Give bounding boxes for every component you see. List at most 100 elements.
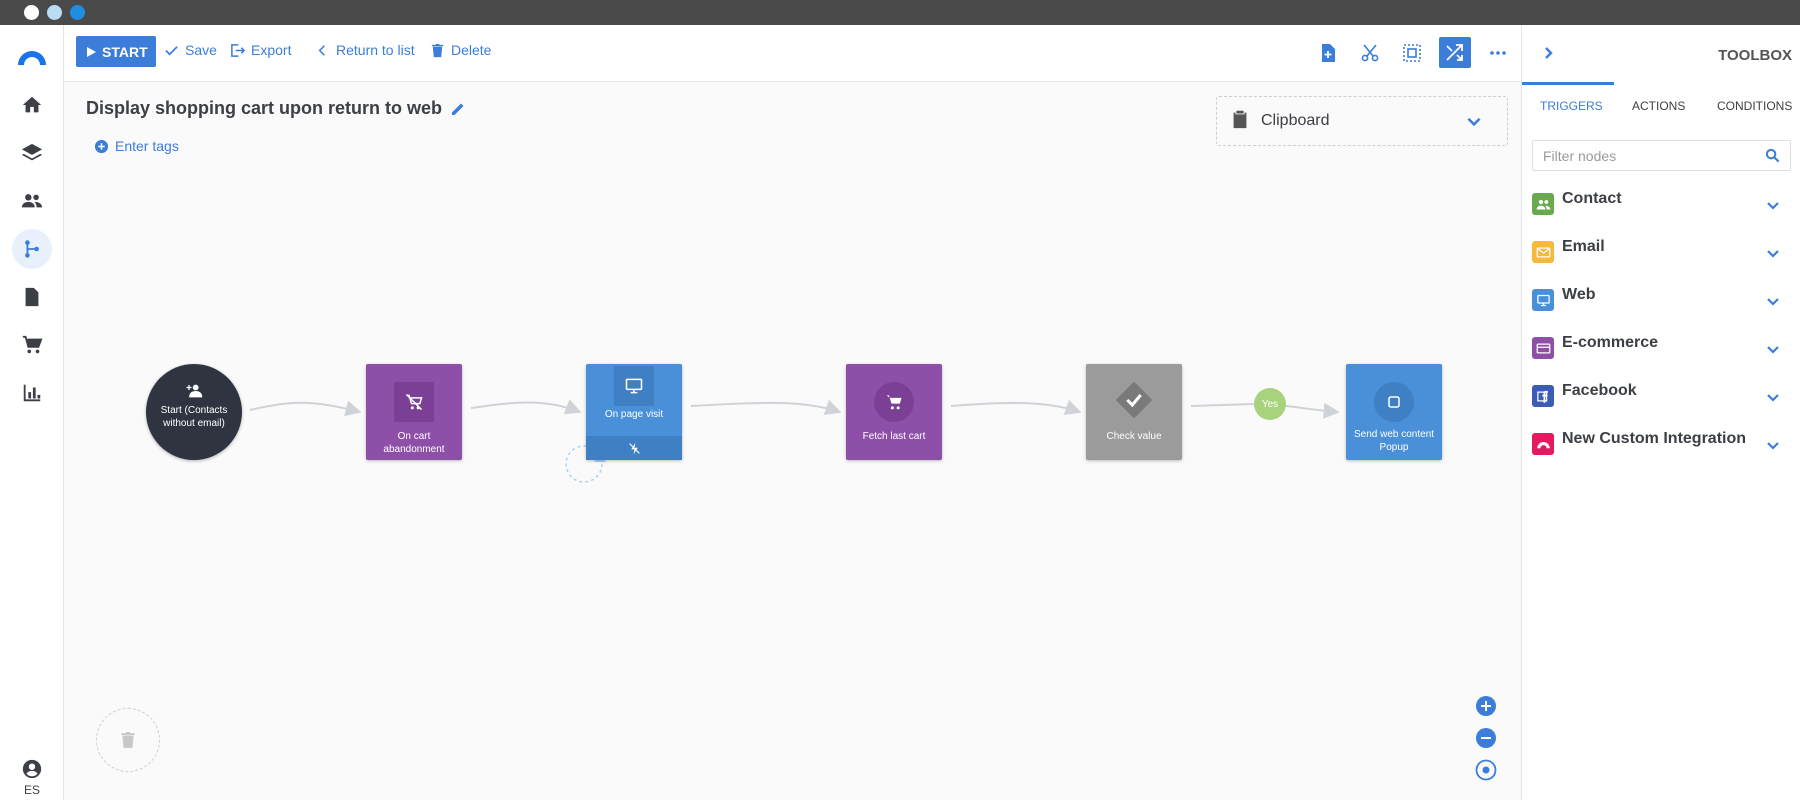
flow-connections xyxy=(249,399,1340,483)
window-maximize-dot[interactable] xyxy=(70,5,85,20)
contacts-icon xyxy=(1536,199,1550,209)
category-email-label: Email xyxy=(1562,238,1605,255)
node-send-web-content-label: Send web content Popup xyxy=(1353,429,1435,453)
add-contacts-icon xyxy=(186,384,203,398)
tab-triggers[interactable]: TRIGGERS xyxy=(1540,99,1603,113)
play-icon xyxy=(87,46,96,57)
node-send-web-content[interactable]: Send web content Popup xyxy=(1346,364,1442,460)
window-title-bar xyxy=(0,0,1800,25)
category-ecommerce-label: E-commerce xyxy=(1562,334,1659,351)
node-cart-abandonment[interactable]: On cart abandonment xyxy=(366,364,462,460)
tab-actions[interactable]: ACTIONS xyxy=(1632,99,1686,113)
rail-item-layers[interactable] xyxy=(12,133,52,173)
facebook-icon xyxy=(1536,390,1548,403)
category-ecommerce[interactable]: E-commerce xyxy=(1532,329,1791,365)
check-icon xyxy=(165,45,178,55)
connection-start-to-cart[interactable] xyxy=(249,400,362,417)
clipboard-dropdown[interactable]: Clipboard xyxy=(1216,96,1508,146)
auto-layout-button[interactable] xyxy=(1439,37,1471,68)
category-email[interactable]: Email xyxy=(1532,233,1791,269)
toolbox-title: TOOLBOX xyxy=(1718,47,1792,64)
delete-drop-zone[interactable] xyxy=(96,708,160,772)
document-icon xyxy=(25,287,39,307)
clipboard-icon xyxy=(1233,110,1247,128)
connection-fetch-to-check[interactable] xyxy=(950,399,1082,416)
start-button[interactable]: START xyxy=(76,36,156,67)
node-fetch-last-cart-label: Fetch last cart xyxy=(862,431,926,442)
tab-conditions[interactable]: CONDITIONS xyxy=(1717,99,1793,113)
enter-tags-button[interactable]: Enter tags xyxy=(94,138,179,154)
cut-button[interactable] xyxy=(1354,37,1386,68)
category-web[interactable]: Web xyxy=(1532,281,1791,317)
integration-icon xyxy=(1536,441,1550,448)
export-button[interactable]: Export xyxy=(230,42,291,58)
connection-pagevisit-to-fetch[interactable] xyxy=(690,399,842,416)
save-button[interactable]: Save xyxy=(164,42,217,58)
monitor-icon xyxy=(1536,294,1550,306)
zoom-in-button[interactable] xyxy=(1475,695,1497,717)
plus-circle-icon xyxy=(94,139,109,153)
zoom-out-button[interactable] xyxy=(1475,727,1497,749)
chevron-down-icon xyxy=(1767,202,1779,210)
collapse-toolbox-button[interactable] xyxy=(1540,45,1556,66)
node-fetch-last-cart[interactable]: Fetch last cart xyxy=(846,364,942,460)
connection-cart-to-pagevisit[interactable] xyxy=(470,399,582,415)
popup-icon xyxy=(1388,396,1400,408)
chevron-down-icon xyxy=(1767,298,1779,306)
cart-icon xyxy=(886,395,902,410)
flow-canvas[interactable]: Display shopping cart upon return to web… xyxy=(64,82,1521,800)
start-button-label: START xyxy=(102,43,148,60)
rail-item-flows[interactable] xyxy=(12,229,52,269)
node-check-value[interactable]: Check value xyxy=(1086,364,1182,460)
chevron-down-icon xyxy=(1767,442,1779,450)
search-icon[interactable] xyxy=(1765,148,1780,163)
more-icon xyxy=(1490,50,1506,55)
more-options-button[interactable] xyxy=(1482,37,1514,68)
flow-toolbar: START Save Export Return to list Delete xyxy=(64,25,1521,82)
connection-yes-to-send[interactable] xyxy=(1285,402,1340,419)
connection-check-to-yes[interactable] xyxy=(1190,403,1255,407)
add-connection-handle[interactable] xyxy=(565,445,603,483)
rail-item-reports[interactable] xyxy=(12,373,52,413)
branch-yes-badge[interactable]: Yes xyxy=(1254,388,1286,420)
cart-icon xyxy=(22,335,43,354)
category-new-custom-integration-label: New Custom Integration xyxy=(1562,430,1747,447)
filter-nodes-input[interactable] xyxy=(1533,141,1753,170)
node-start[interactable]: Start (Contacts without email) xyxy=(146,364,242,460)
flash-off-icon xyxy=(628,442,640,454)
shuffle-icon xyxy=(1446,43,1463,61)
chevron-left-icon xyxy=(318,44,325,56)
category-new-custom-integration[interactable]: New Custom Integration xyxy=(1532,425,1791,461)
window-minimize-dot[interactable] xyxy=(47,5,62,20)
return-to-list-button[interactable]: Return to list xyxy=(315,42,415,58)
chevron-down-icon xyxy=(1467,117,1481,127)
cart-off-icon xyxy=(405,393,423,411)
category-facebook[interactable]: Facebook xyxy=(1532,377,1791,413)
left-navigation-rail: ES xyxy=(0,25,64,800)
delete-button[interactable]: Delete xyxy=(430,42,491,58)
node-check-value-label: Check value xyxy=(1106,431,1162,442)
chevron-down-icon xyxy=(1767,394,1779,402)
brand-logo-icon[interactable] xyxy=(16,47,48,67)
chevron-down-icon xyxy=(1767,250,1779,258)
rail-item-documents[interactable] xyxy=(12,277,52,317)
user-menu[interactable]: ES xyxy=(17,758,47,797)
export-icon xyxy=(231,43,245,57)
pencil-icon[interactable] xyxy=(450,101,466,117)
add-node-button[interactable] xyxy=(1312,37,1344,68)
category-contact[interactable]: Contact xyxy=(1532,185,1791,221)
center-view-button[interactable] xyxy=(1475,759,1497,781)
rail-item-ecommerce[interactable] xyxy=(12,325,52,365)
home-icon xyxy=(22,96,42,113)
flow-title: Display shopping cart upon return to web xyxy=(86,98,466,119)
rail-item-home[interactable] xyxy=(12,85,52,125)
window-close-dot[interactable] xyxy=(24,5,39,20)
target-icon xyxy=(1475,759,1497,781)
select-area-button[interactable] xyxy=(1396,37,1428,68)
monitor-icon xyxy=(625,378,643,394)
rail-item-contacts[interactable] xyxy=(12,181,52,221)
branch-yes-label: Yes xyxy=(1261,398,1279,410)
select-area-icon xyxy=(1403,43,1421,62)
diamond-check-icon xyxy=(1115,381,1153,419)
node-page-visit[interactable]: On page visit xyxy=(586,364,682,460)
